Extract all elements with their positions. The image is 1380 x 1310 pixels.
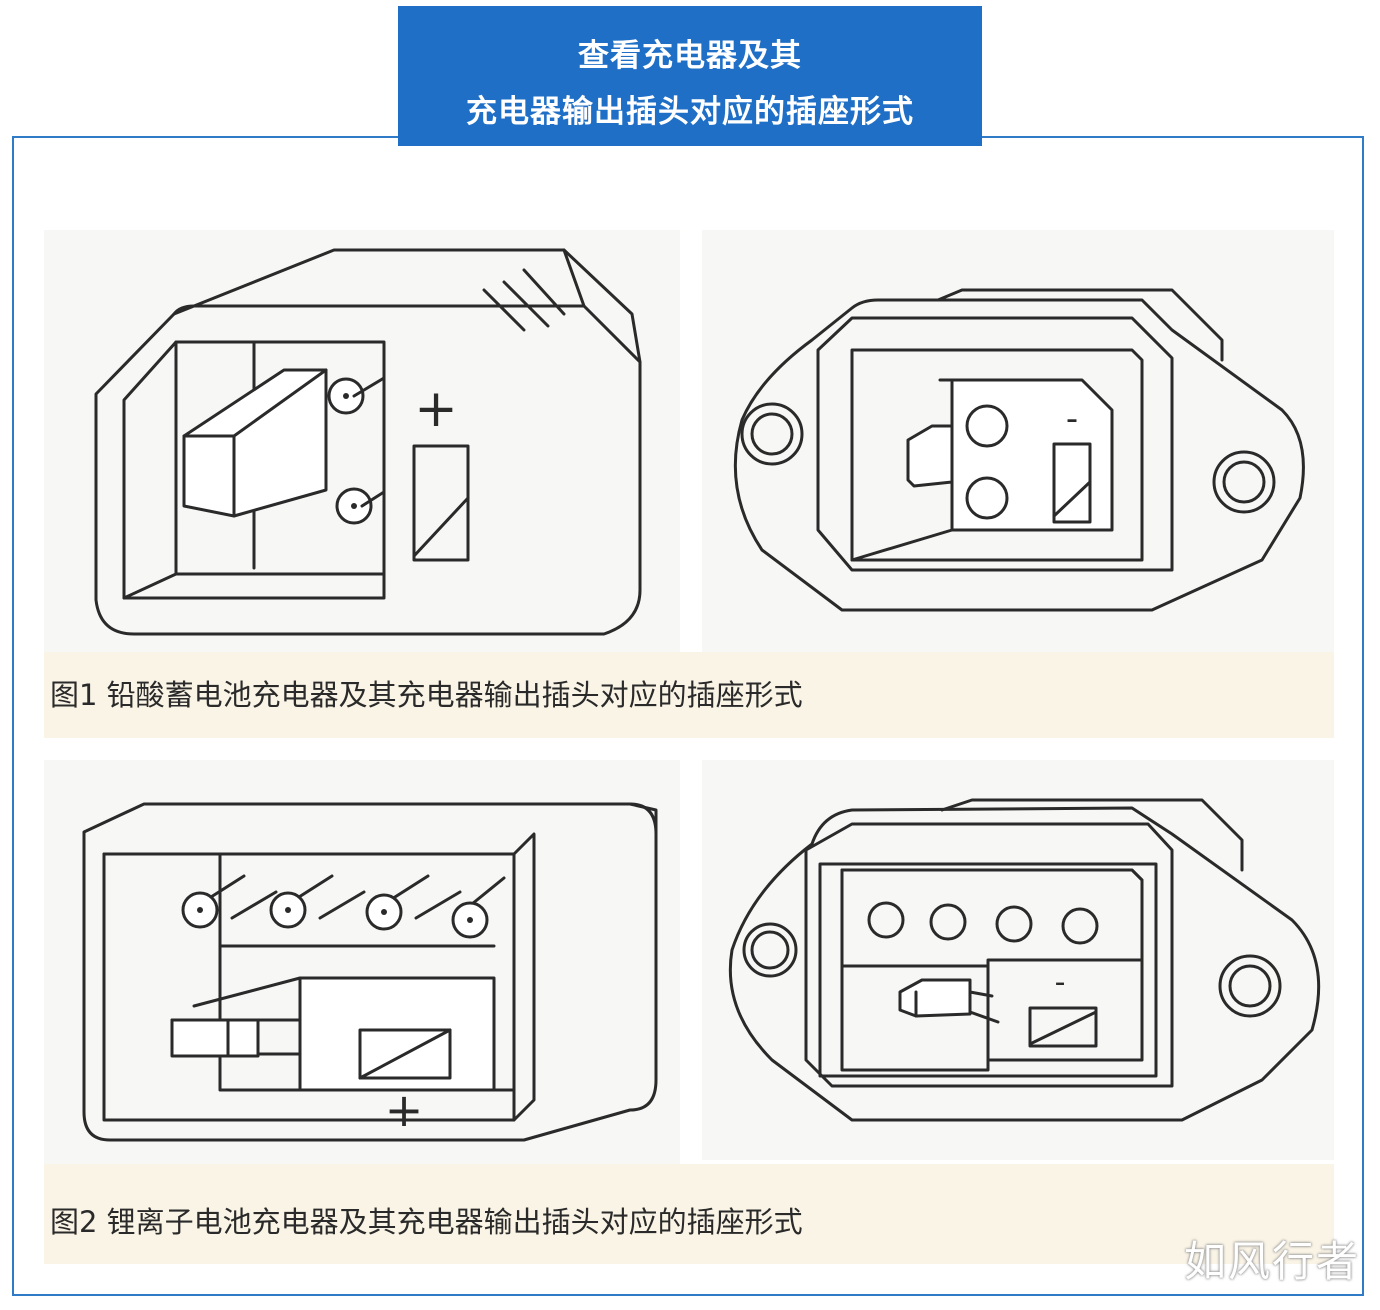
fig2-plus-sign: + [385, 1083, 424, 1137]
fig2-minus-sign: - [1055, 965, 1066, 1000]
fig1-socket-drawing: - [733, 288, 1305, 612]
fig2-plug-drawing: + [82, 802, 658, 1142]
title-line-1: 查看充电器及其 [578, 38, 802, 74]
title-banner: 查看充电器及其 充电器输出插头对应的插座形式 [398, 6, 982, 146]
title-line-2: 充电器输出插头对应的插座形式 [466, 94, 914, 130]
fig1-socket: - [702, 230, 1334, 654]
fig2-socket-drawing: - [728, 798, 1321, 1122]
watermark: 如风行者 [1183, 1237, 1360, 1286]
fig2-caption: 图2 锂离子电池充电器及其充电器输出插头对应的插座形式 [44, 1164, 1334, 1264]
fig2-socket: - [702, 760, 1334, 1160]
fig1-charger-plug: + [44, 230, 680, 654]
fig1-minus-sign: - [1066, 399, 1078, 439]
fig1-plus-sign: + [414, 379, 458, 439]
fig2-pins [181, 874, 506, 939]
fig2-charger-plug: + [44, 760, 680, 1172]
fig1-plug-drawing: + [94, 248, 642, 636]
fig1-caption: 图1 铅酸蓄电池充电器及其充电器输出插头对应的插座形式 [44, 652, 1334, 738]
